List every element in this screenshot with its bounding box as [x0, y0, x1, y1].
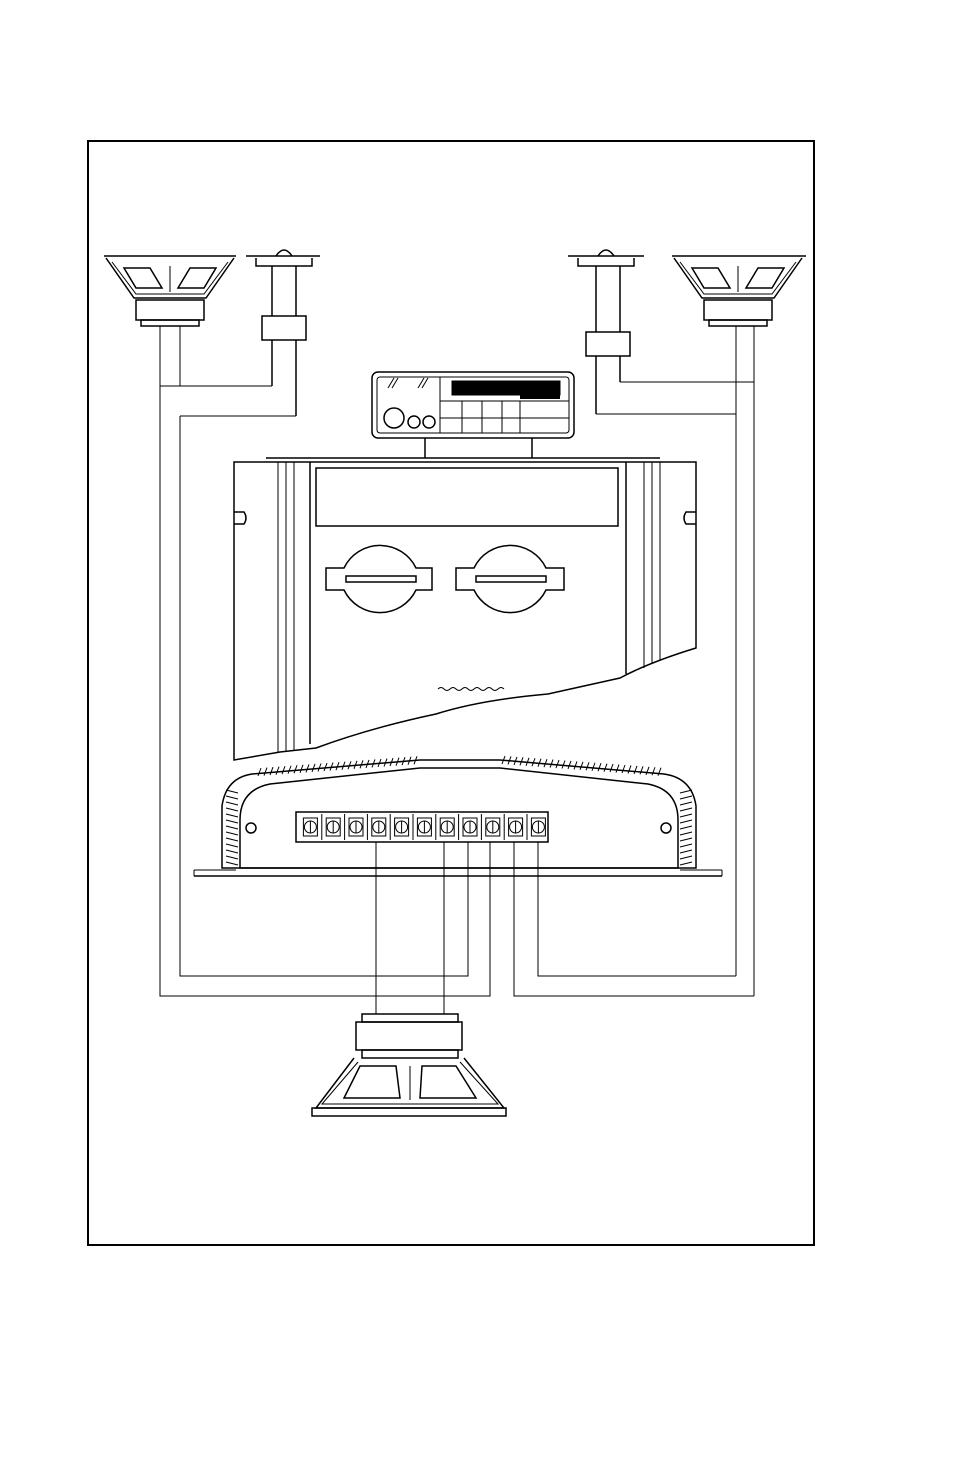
amplifier-front-view-icon [194, 756, 722, 876]
tweeter-left-icon [246, 250, 320, 416]
tweeter-right-icon [568, 250, 644, 414]
door-speaker-right-icon [672, 256, 806, 326]
diagram-frame [88, 141, 814, 1245]
amplifier-top-view-icon [234, 458, 696, 760]
amplifier-terminal-strip [303, 814, 545, 840]
head-unit-icon [372, 372, 574, 458]
speaker-wires [160, 326, 754, 1014]
door-speaker-left-icon [104, 256, 236, 386]
subwoofer-icon [312, 1014, 506, 1116]
